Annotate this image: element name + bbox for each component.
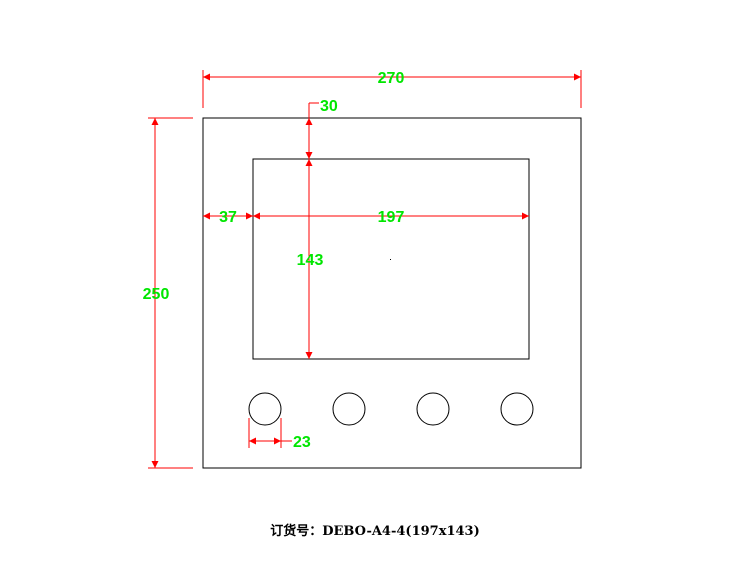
hole-2	[332, 392, 366, 426]
hole-1	[248, 392, 282, 426]
hole-3	[416, 392, 450, 426]
hole-diameter-label: 23	[293, 434, 311, 451]
left-offset-label: 37	[219, 209, 237, 226]
center-mark	[390, 259, 391, 260]
overall-height-label: 250	[143, 286, 170, 303]
window-width-label: 197	[378, 209, 405, 226]
panel-outline	[202, 117, 582, 469]
panel-drawing: 270 250 30 37 197 143 23	[143, 70, 582, 469]
window-height-label: 143	[297, 252, 324, 269]
top-offset-label: 30	[320, 98, 338, 115]
hole-4	[500, 392, 534, 426]
dimension-lines	[148, 70, 582, 469]
hole-group	[248, 392, 534, 426]
overall-width-label: 270	[378, 70, 405, 87]
display-window-outline	[252, 158, 530, 360]
order-number-caption: 订货号：DEBO-A4-4(197x143)	[270, 524, 480, 539]
